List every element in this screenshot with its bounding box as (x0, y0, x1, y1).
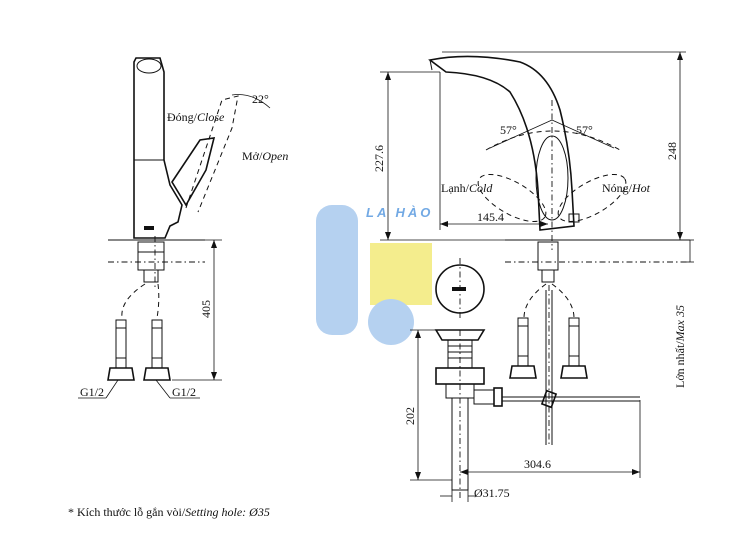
angle-left-label: 57° (500, 123, 517, 137)
inlet-right-label: G1/2 (172, 385, 196, 399)
watermark-logo: LA HÀO (316, 205, 433, 345)
lever-open (185, 95, 239, 213)
height-dimension-405: 405 (199, 300, 213, 318)
drain-height-dimension: 202 (403, 407, 417, 425)
faucet-body-front (133, 57, 183, 239)
faucet-spout-side (428, 55, 575, 231)
angle-label-front: 22° (252, 92, 269, 106)
close-label: Đóng/Close (167, 110, 225, 124)
max-thickness-label: Lớn nhất/Max 35 (673, 305, 687, 388)
front-view: 22° Đóng/Close Mở/Open (78, 57, 288, 399)
inlet-left-label: G1/2 (80, 385, 104, 399)
side-view: 57° 57° Lạnh/Cold Nóng/Hot (372, 51, 694, 445)
angle-right-label: 57° (576, 123, 593, 137)
total-height-dimension: 248 (665, 142, 679, 160)
spout-height-dimension: 227.6 (372, 145, 386, 172)
hot-label: Nóng/Hot (602, 181, 651, 195)
setting-hole-footnote: * Kích thước lỗ gắn vòi/Setting hole: Ø3… (68, 505, 270, 519)
watermark-text: LA HÀO (366, 205, 433, 220)
lever-closed (171, 137, 216, 207)
pipe-diameter-label: Ø31.75 (474, 486, 510, 500)
open-label: Mở/Open (242, 149, 288, 163)
reach-dimension: 145.4 (477, 210, 504, 224)
cold-label: Lạnh/Cold (441, 181, 493, 195)
drain-assembly: 202 304.6 Ø31.75 (403, 258, 641, 502)
drain-reach-dimension: 304.6 (524, 457, 551, 471)
